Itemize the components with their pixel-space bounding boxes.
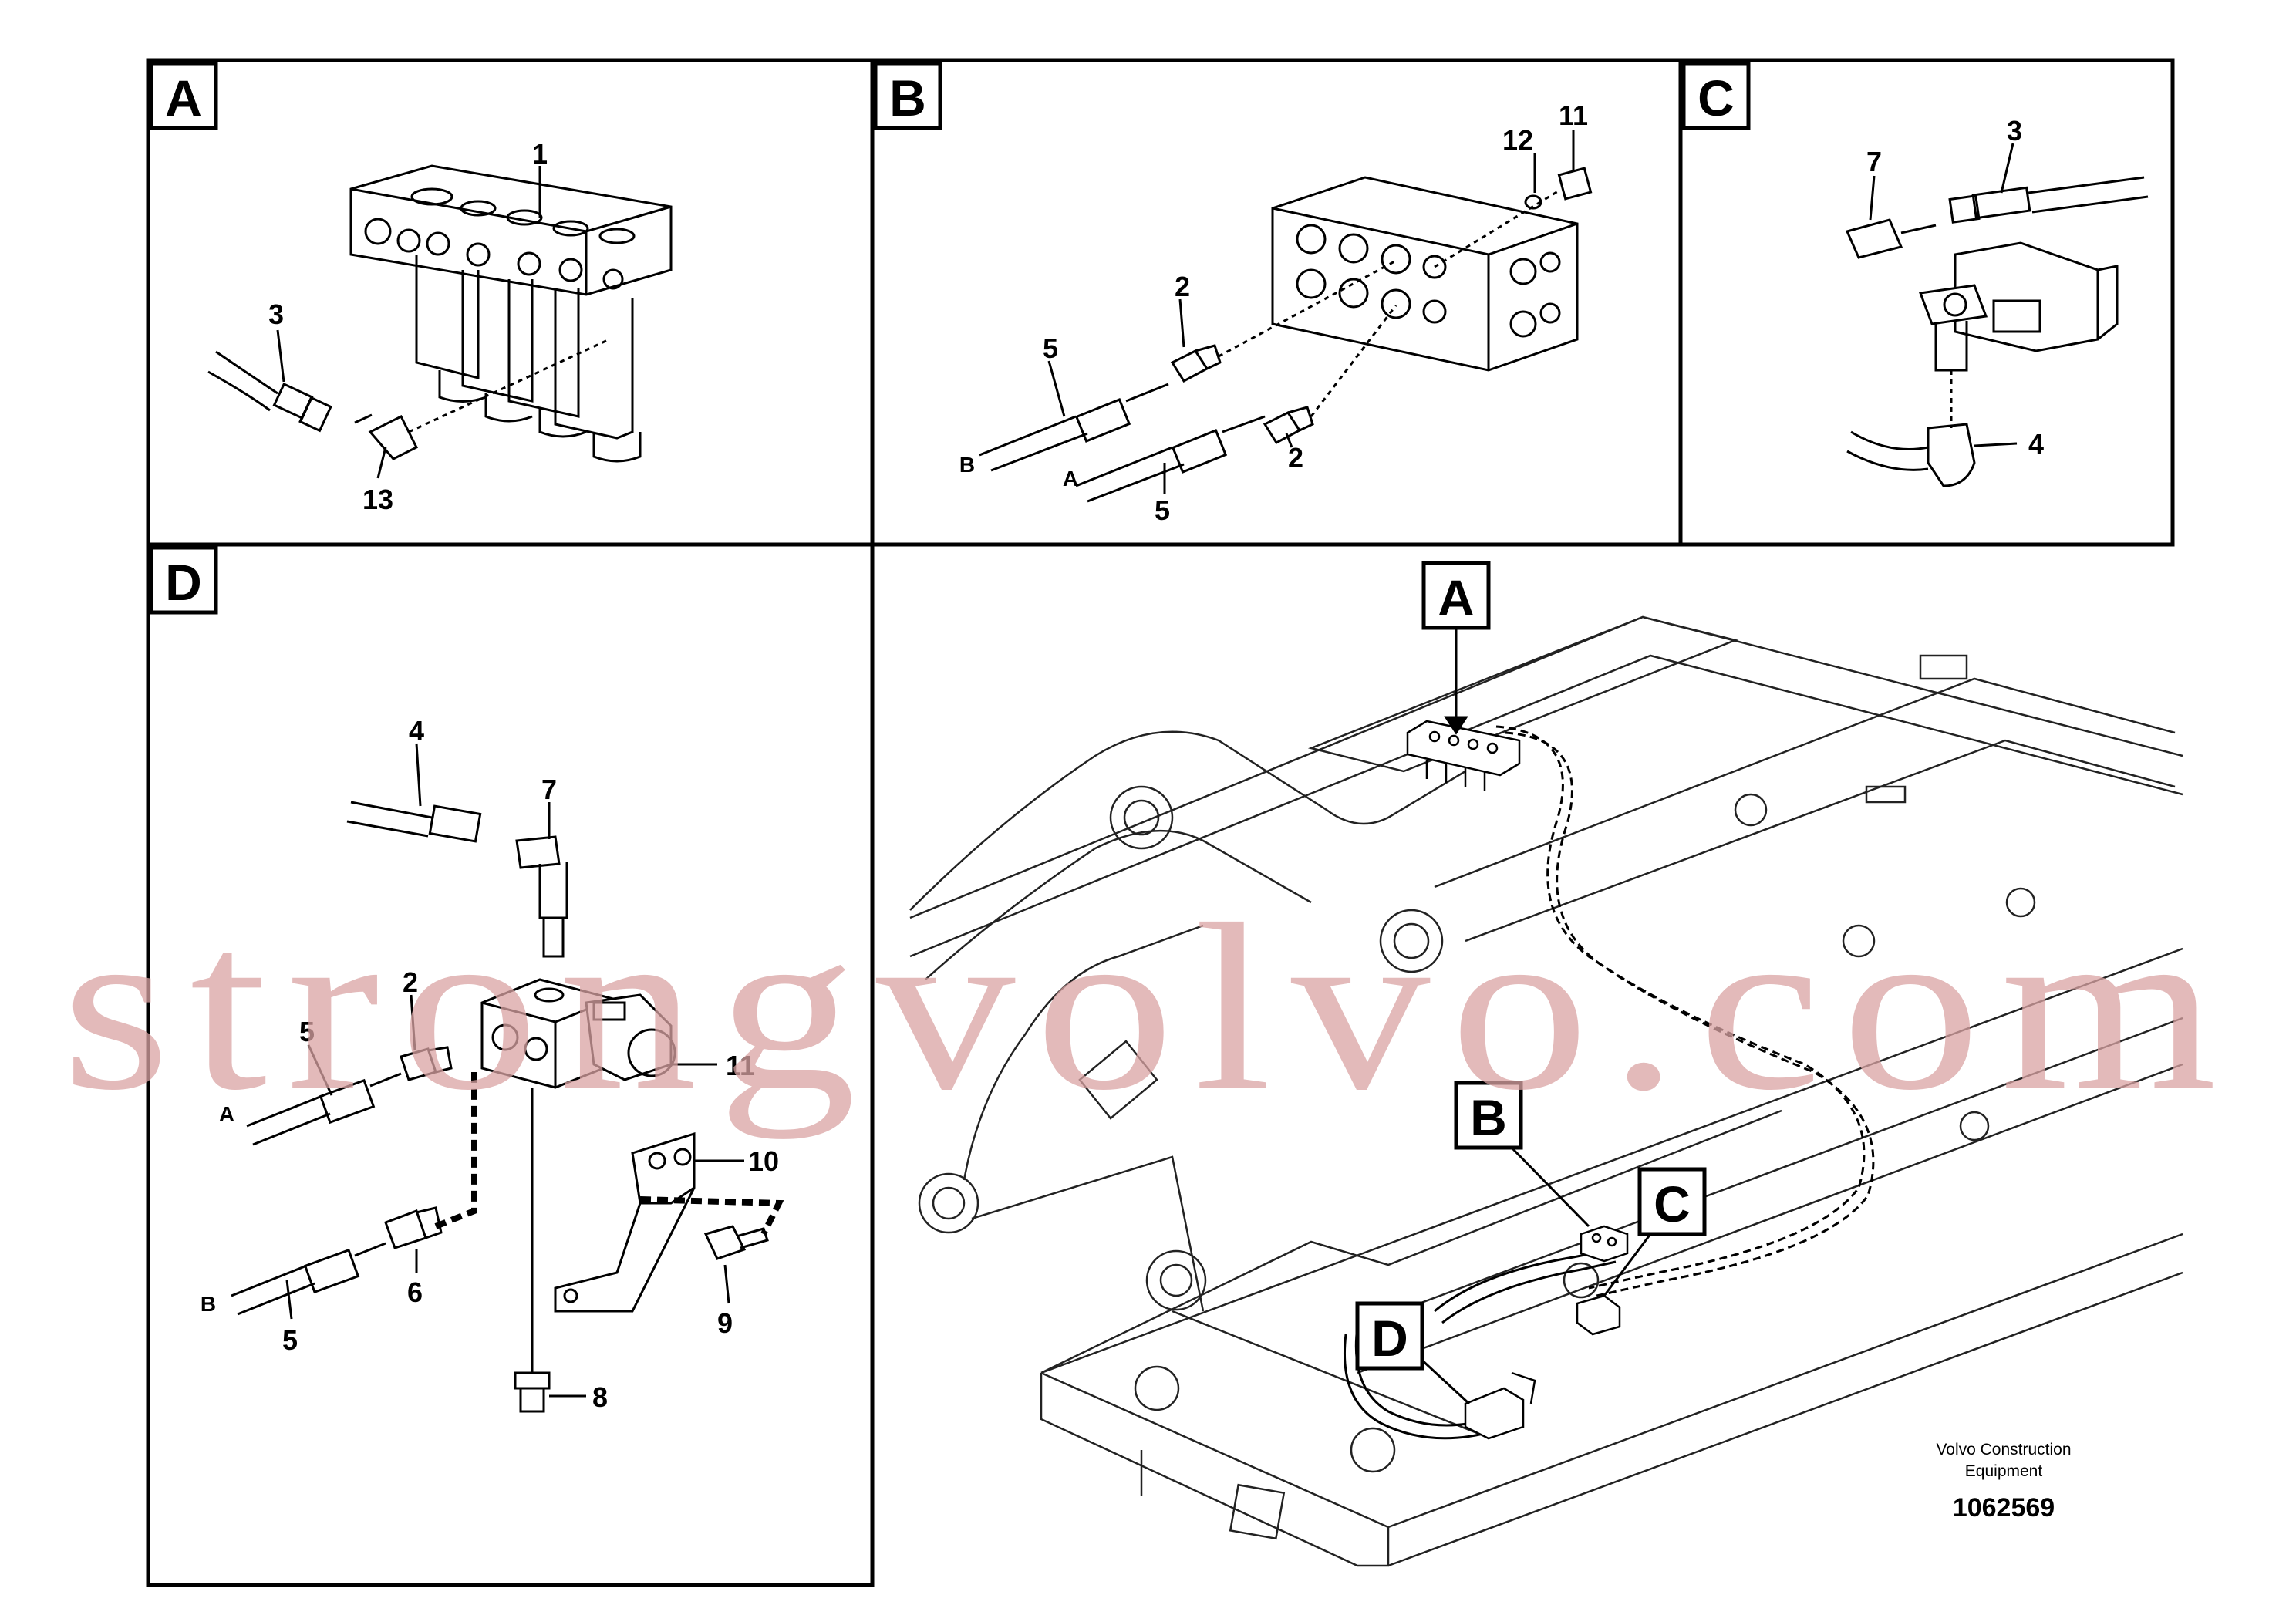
callout-number: 7: [1866, 146, 1882, 177]
hose-part-5-d-upper: [246, 1072, 402, 1146]
plug-part-11: [1557, 167, 1593, 201]
panel-a-drawing: [207, 164, 673, 479]
panel-c-label: C: [1681, 61, 1751, 130]
drawing-number: 1062569: [1953, 1493, 2055, 1523]
hose-part-5-d-lower: [231, 1242, 386, 1316]
panel-a-label: A: [149, 61, 218, 130]
svg-text:C: C: [1698, 69, 1735, 126]
valve-assembly: [1918, 241, 2119, 372]
svg-text:C: C: [1654, 1175, 1691, 1233]
panel-b-drawing: [979, 130, 1593, 503]
overview-solenoid-d: [1464, 1371, 1536, 1440]
credit-block: Volvo Construction Equipment 1062569: [1936, 1441, 2071, 1523]
panel-b-callouts: 12 11 2 5 2 5 B A: [959, 99, 1588, 526]
callout-number: 3: [268, 298, 284, 330]
fitting-part-7: [1845, 218, 1937, 259]
locator-leaders: [1418, 627, 1652, 1405]
valve-block-part-1: [349, 164, 673, 463]
panel-c-callouts: 7 3 4: [1866, 115, 2044, 460]
locator-a: A: [1421, 561, 1491, 630]
panel-d-label: D: [149, 545, 218, 615]
panel-d-drawing: [231, 743, 784, 1413]
overview-hose-run: [1343, 725, 1875, 1440]
adapter-part-6: [384, 1206, 443, 1249]
fitting-part-7-d: [515, 835, 568, 958]
callout-number: 11: [1559, 99, 1588, 131]
callout-number: 6: [407, 1276, 423, 1308]
callout-number: 7: [541, 774, 557, 805]
panel-d-frame: [146, 542, 875, 1587]
hose-part-3-c: [1948, 176, 2149, 224]
hose-end-label: A: [1063, 467, 1078, 491]
callout-number: 13: [362, 484, 393, 515]
panel-b-label: B: [873, 61, 942, 130]
callout-number: 4: [2028, 428, 2044, 460]
adapter-part-2-lower: [1263, 406, 1314, 444]
callout-number: 5: [1155, 494, 1170, 526]
elbow-fitting-part-13: [354, 413, 419, 460]
adapter-part-2-upper: [1170, 344, 1222, 383]
locator-c: C: [1637, 1167, 1707, 1236]
panel-c-drawing: [1845, 143, 2149, 487]
callout-number: 11: [726, 1050, 755, 1081]
leader-line: [276, 329, 285, 383]
panel-d-callouts: 4 7 2 5 11 10 6 9 5 8 A B: [201, 715, 779, 1413]
svg-text:D: D: [165, 554, 202, 611]
leader-line: [376, 447, 387, 479]
overview-valve-block-a: [1406, 720, 1521, 791]
callout-number: 5: [299, 1016, 315, 1047]
overview-manifold-b: [1580, 1225, 1629, 1263]
bolt-part-8: [514, 1371, 551, 1413]
hose-part-4-d: [346, 801, 482, 843]
watermark: strongvolvo.com: [62, 875, 2237, 1140]
callout-number: 12: [1502, 124, 1533, 156]
adapter-part-2-d: [400, 1046, 453, 1081]
panel-frames: [146, 58, 2175, 1587]
callout-number: 1: [532, 138, 548, 170]
bracket-part-10: [554, 1131, 696, 1313]
callout-number: 2: [403, 966, 418, 998]
callout-number: 5: [282, 1324, 298, 1356]
hose-end-label: A: [219, 1102, 234, 1126]
svg-text:B: B: [889, 69, 926, 126]
panel-c-frame: [1678, 58, 2175, 547]
locator-b: B: [1454, 1081, 1523, 1150]
credit-company: Volvo Construction: [1936, 1441, 2071, 1458]
callout-number: 2: [1175, 271, 1190, 302]
panel-a-callouts: 1 3 13: [268, 138, 548, 515]
hose-part-3-a: [207, 350, 332, 433]
hose-part-5-a: [1075, 415, 1266, 503]
hose-end-label: B: [201, 1292, 216, 1316]
elbow-fitting-part-4: [1846, 423, 1976, 487]
callout-number: 4: [409, 715, 424, 747]
callout-number: 9: [717, 1307, 733, 1339]
locator-d: D: [1355, 1301, 1424, 1371]
solenoid-coil-part-11: [585, 993, 676, 1081]
callout-number: 2: [1288, 442, 1303, 474]
credit-division: Equipment: [1965, 1462, 2043, 1480]
svg-text:A: A: [165, 69, 202, 126]
svg-text:B: B: [1470, 1089, 1507, 1146]
hose-end-label: B: [959, 453, 975, 477]
overview-frame-drawing: [909, 615, 2183, 1567]
callout-number: 3: [2007, 115, 2022, 147]
callout-number: 10: [748, 1145, 779, 1177]
svg-text:A: A: [1438, 569, 1475, 626]
bolt-part-9: [703, 1225, 769, 1260]
hose-part-5-b: [979, 383, 1169, 472]
callout-number: 5: [1043, 332, 1058, 364]
overview-valve-c: [1576, 1294, 1621, 1336]
callout-number: 8: [592, 1381, 608, 1413]
svg-text:D: D: [1371, 1310, 1408, 1367]
